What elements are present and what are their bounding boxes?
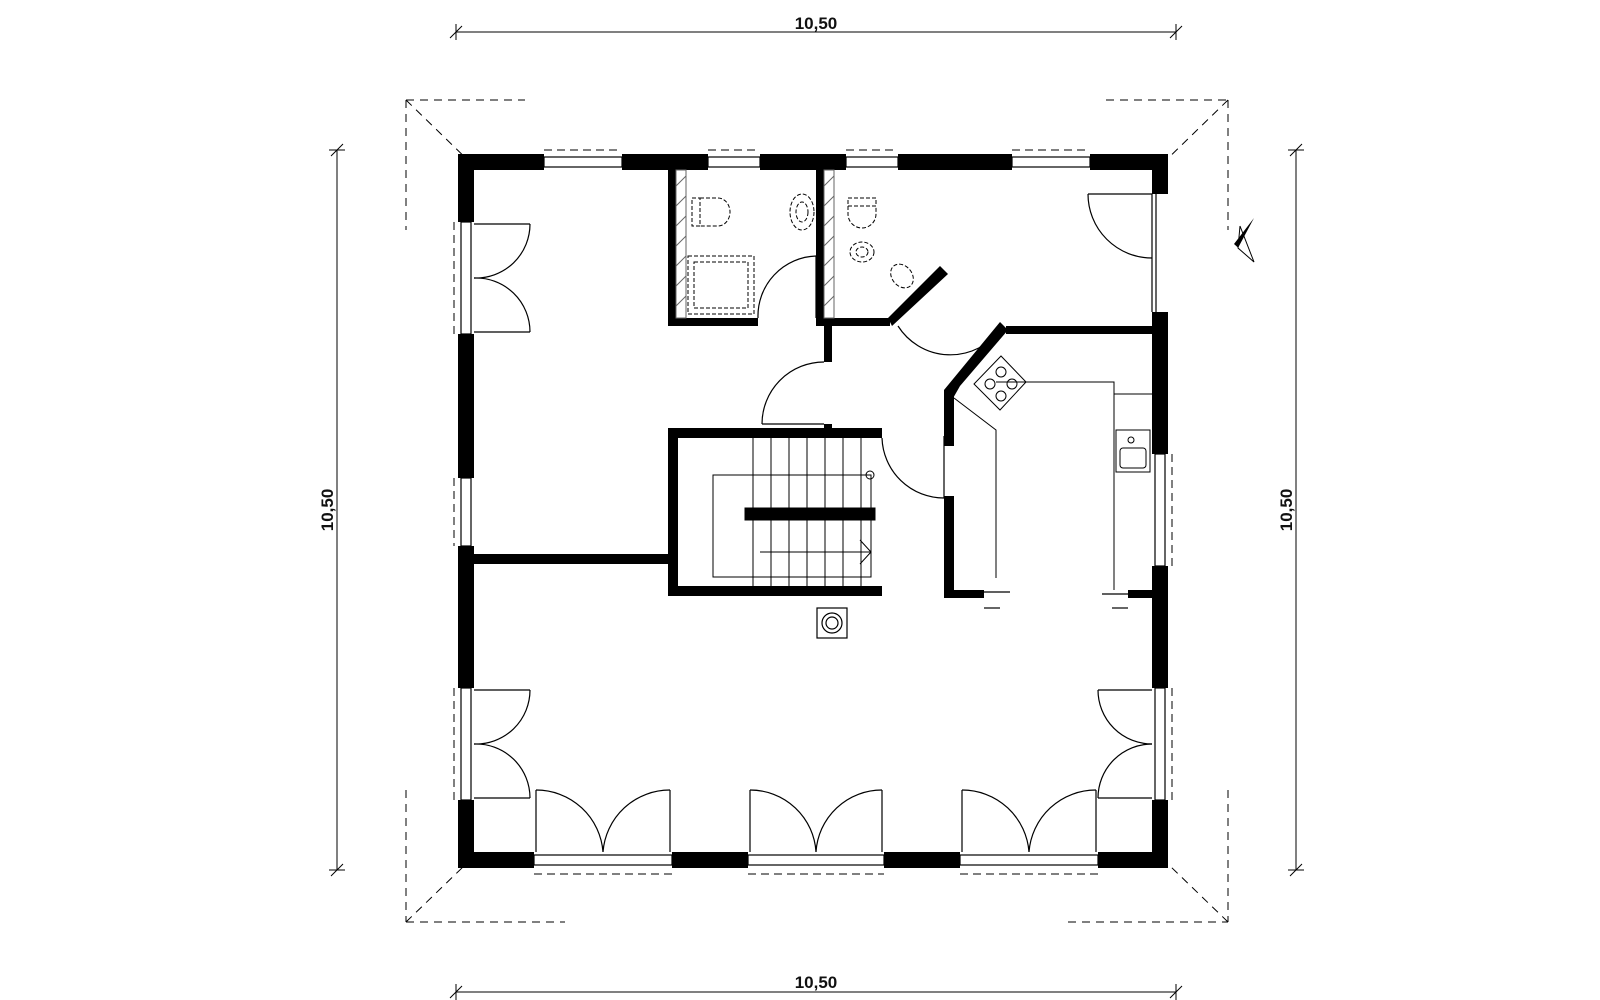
wall-hatch bbox=[675, 169, 835, 319]
washbasin-icon bbox=[849, 241, 875, 263]
french-doors bbox=[460, 221, 1166, 866]
kitchen-counter bbox=[953, 381, 1152, 590]
sink-icon bbox=[1115, 429, 1151, 473]
roof-overhang bbox=[405, 99, 1229, 923]
windows bbox=[460, 156, 1166, 567]
shower-icon bbox=[687, 255, 755, 315]
toilet-icon bbox=[847, 197, 877, 229]
dimension-bottom-label: 10,50 bbox=[795, 973, 838, 992]
bidet-icon bbox=[890, 263, 914, 289]
chimney-icon bbox=[816, 607, 848, 639]
dimension-top-label: 10,50 bbox=[795, 14, 838, 33]
interior-walls bbox=[474, 170, 1152, 598]
dimension-top bbox=[449, 24, 1183, 40]
north-arrow-icon bbox=[1234, 218, 1255, 263]
bathroom-fixtures bbox=[687, 193, 914, 315]
window-sills bbox=[453, 149, 1173, 875]
washbasin-icon bbox=[789, 193, 815, 231]
dimension-right bbox=[1288, 143, 1304, 877]
staircase bbox=[712, 438, 876, 586]
dimension-right-label: 10,50 bbox=[1277, 489, 1296, 532]
exterior-walls bbox=[458, 154, 1168, 868]
dimension-bottom bbox=[449, 984, 1183, 1000]
interior-doors bbox=[757, 193, 1157, 609]
stove-icon bbox=[973, 355, 1027, 411]
dimension-left bbox=[329, 143, 345, 877]
dimension-left-label: 10,50 bbox=[318, 489, 337, 532]
toilet-icon bbox=[691, 197, 731, 227]
